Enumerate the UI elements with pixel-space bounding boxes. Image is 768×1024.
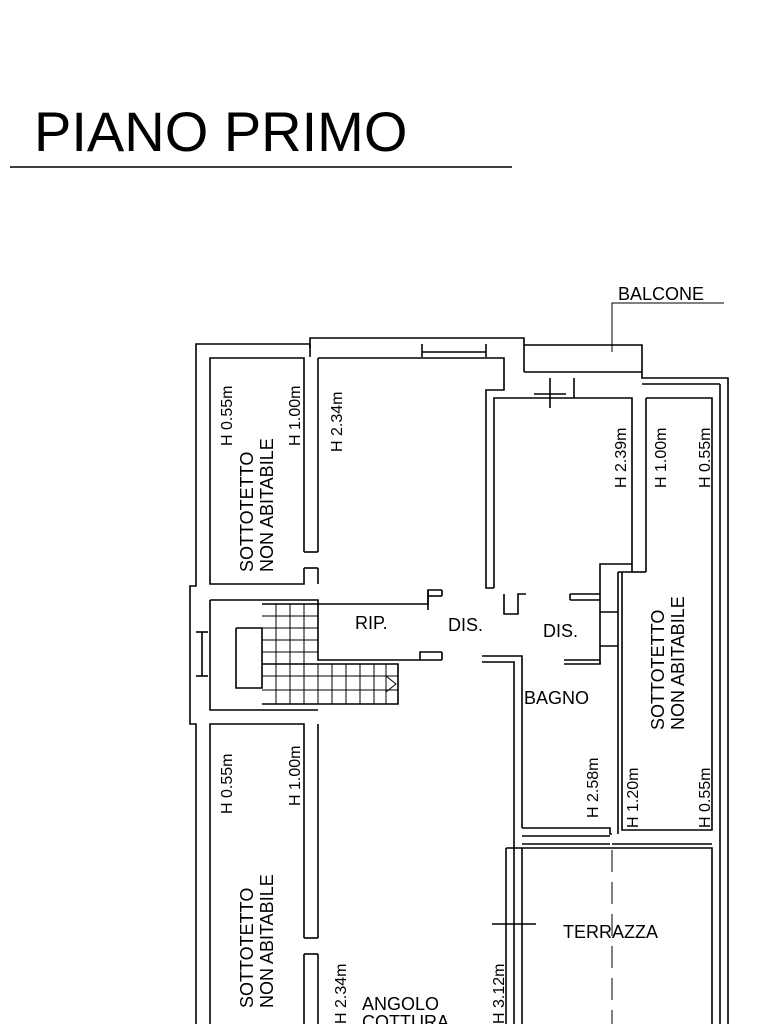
page-title: PIANO PRIMO <box>34 100 407 163</box>
walls <box>189 337 729 1024</box>
height-tl-b: H 1.00m <box>287 386 304 446</box>
height-tr-b: H 0.55m <box>697 428 714 488</box>
height-tr-a: H 1.00m <box>653 428 670 488</box>
staircase <box>235 603 399 705</box>
label-sottotetto-r-2: NON ABITABILE <box>668 596 688 730</box>
balcone-leader <box>611 302 724 352</box>
corridor <box>209 589 526 834</box>
height-bottom-room: H 2.34m <box>333 964 350 1024</box>
label-sottotetto-r-1: SOTTOTETTO <box>648 610 668 730</box>
label-bagno: BAGNO <box>524 688 589 708</box>
label-rip: RIP. <box>355 613 388 633</box>
label-dis-2: DIS. <box>543 621 578 641</box>
sottotetto-top-left <box>209 357 505 589</box>
label-terrazza: TERRAZZA <box>563 922 658 942</box>
sottotetto-right <box>621 397 713 831</box>
label-sottotetto-bl-1: SOTTOTETTO <box>237 888 257 1008</box>
sottotetto-bottom-left <box>209 723 319 1024</box>
height-top-room: H 2.34m <box>329 392 346 452</box>
label-sottotetto-tl-1: SOTTOTETTO <box>237 452 257 572</box>
label-angolo: ANGOLO <box>362 994 439 1014</box>
height-bl-a: H 0.55m <box>219 754 236 814</box>
bagno-room <box>522 827 612 845</box>
label-balcone: BALCONE <box>618 284 704 304</box>
height-tl-a: H 0.55m <box>219 386 236 446</box>
height-br-a: H 1.20m <box>625 768 642 828</box>
label-sottotetto-bl-2: NON ABITABILE <box>257 874 277 1008</box>
label-cottura: COTTURA <box>362 1012 449 1024</box>
label-sottotetto-tl-2: NON ABITABILE <box>257 438 277 572</box>
label-dis-1: DIS. <box>448 615 483 635</box>
right-room <box>492 378 633 834</box>
terrazza-area <box>492 834 713 1024</box>
height-bagno: H 2.58m <box>585 758 602 818</box>
height-br-b: H 0.55m <box>697 768 714 828</box>
height-right-room: H 2.39m <box>613 428 630 488</box>
height-bl-b: H 1.00m <box>287 746 304 806</box>
height-kitchen: H 3.12m <box>491 964 508 1024</box>
